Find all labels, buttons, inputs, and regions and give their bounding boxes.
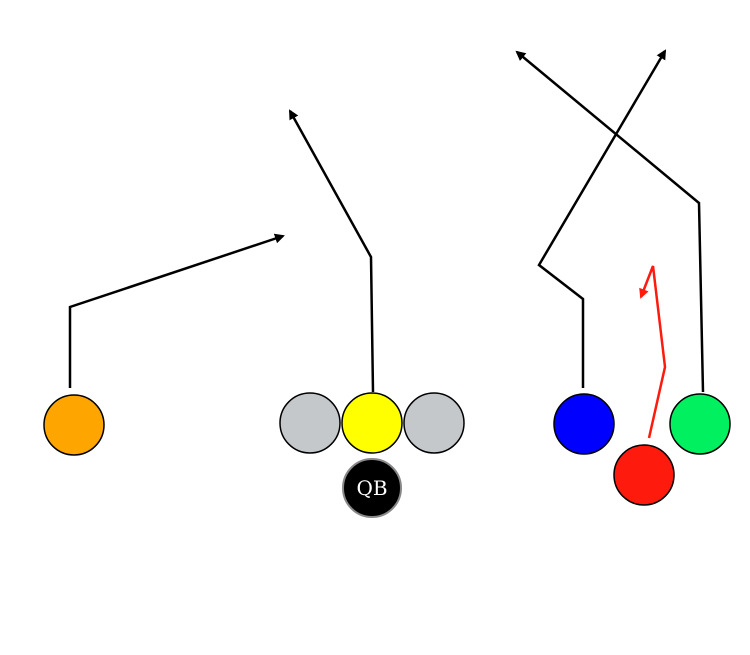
- player-left-receiver[interactable]: [43, 394, 105, 456]
- route-left-receiver: [68, 233, 285, 388]
- player-right-guard[interactable]: [403, 392, 465, 454]
- player-right-receiver[interactable]: [669, 393, 731, 455]
- player-quarterback[interactable]: QB: [342, 458, 402, 518]
- route-right-receiver: [515, 50, 705, 393]
- quarterback-circle: [342, 458, 402, 518]
- route-center: [288, 109, 375, 393]
- player-slot-receiver[interactable]: [553, 393, 615, 455]
- route-running-back: [639, 265, 667, 439]
- player-left-guard[interactable]: [279, 392, 341, 454]
- quarterback-label: QB: [356, 476, 387, 500]
- player-running-back[interactable]: [613, 444, 675, 506]
- player-center[interactable]: [341, 392, 403, 454]
- route-slot-receiver: [537, 49, 667, 388]
